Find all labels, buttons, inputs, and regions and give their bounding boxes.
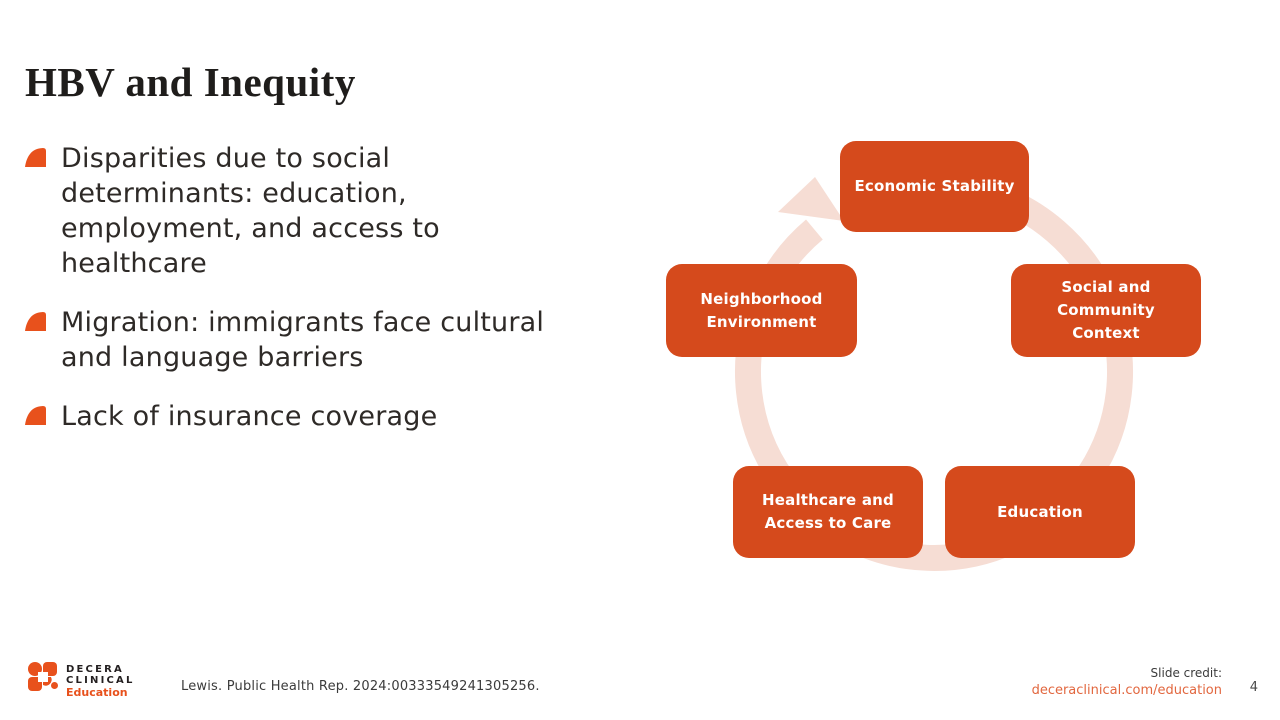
bullet-text: Disparities due to social determinants: … [61, 143, 440, 279]
bullet-fin-icon [25, 312, 46, 331]
node-economic-stability: Economic Stability [840, 141, 1029, 232]
decera-logo-icon [28, 662, 58, 691]
bullet-fin-icon [25, 406, 46, 425]
bullet-list: Disparities due to social determinants: … [25, 141, 655, 434]
list-item: Migration: immigrants face cultural and … [25, 305, 655, 375]
logo-wordmark: DECERA CLINICAL Education [66, 661, 135, 699]
social-determinants-cycle-diagram: Economic Stability Social and Community … [650, 135, 1230, 575]
logo-line-education: Education [66, 686, 128, 699]
bullet-text: Migration: immigrants face cultural and … [61, 307, 545, 373]
arrowhead-icon [778, 177, 844, 221]
page-title: HBV and Inequity [25, 59, 356, 105]
citation-text: Lewis. Public Health Rep. 2024:003335492… [181, 679, 540, 694]
decera-clinical-logo: DECERA CLINICAL Education [28, 661, 135, 699]
bullet-fin-icon [25, 148, 46, 167]
node-healthcare-access: Healthcare and Access to Care [733, 466, 923, 558]
logo-line-decera: DECERA [66, 664, 124, 675]
list-item: Lack of insurance coverage [25, 399, 655, 434]
bullet-text: Lack of insurance coverage [61, 401, 438, 432]
slide-credit: Slide credit: deceraclinical.com/educati… [1032, 666, 1222, 698]
slide-credit-link[interactable]: deceraclinical.com/education [1031, 683, 1222, 698]
node-social-community-context: Social and Community Context [1011, 264, 1201, 357]
node-education: Education [945, 466, 1135, 558]
page-number: 4 [1249, 680, 1258, 695]
list-item: Disparities due to social determinants: … [25, 141, 655, 281]
slide-credit-label: Slide credit: [1150, 666, 1222, 680]
node-neighborhood-environment: Neighborhood Environment [666, 264, 857, 357]
logo-line-clinical: CLINICAL [66, 675, 135, 686]
